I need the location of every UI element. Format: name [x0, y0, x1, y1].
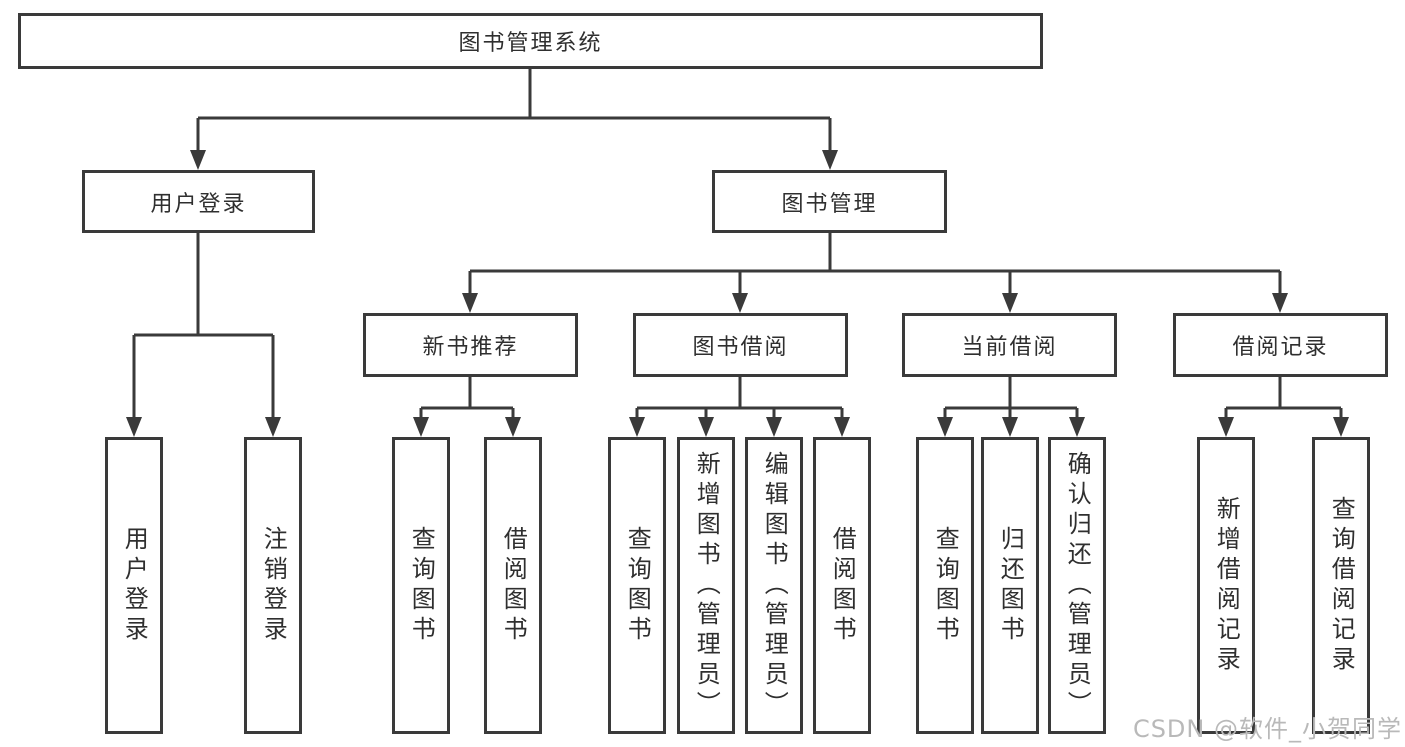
- leaf-borrowing-edit-books-admin-label: 编辑图书（管理员）: [760, 450, 789, 721]
- leaf-logout: 注销登录: [244, 437, 302, 734]
- leaf-records-query-record-label: 查询借阅记录: [1327, 495, 1356, 676]
- node-borrowing-records: 借阅记录: [1173, 313, 1388, 377]
- node-book-borrowing: 图书借阅: [633, 313, 848, 377]
- leaf-current-return-books: 归还图书: [981, 437, 1039, 734]
- leaf-borrowing-borrow-books-label: 借阅图书: [828, 525, 857, 646]
- leaf-newbook-query-books-label: 查询图书: [407, 525, 436, 646]
- node-root: 图书管理系统: [18, 13, 1043, 69]
- node-user-login-label: 用户登录: [150, 191, 247, 217]
- leaf-borrowing-query-books-label: 查询图书: [623, 525, 652, 646]
- node-new-book-recommend: 新书推荐: [363, 313, 578, 377]
- node-book-borrowing-label: 图书借阅: [692, 335, 789, 360]
- leaf-borrowing-edit-books-admin: 编辑图书（管理员）: [745, 437, 803, 734]
- leaf-user-login-label: 用户登录: [120, 525, 149, 646]
- leaf-current-confirm-return-admin-label: 确认归还（管理员）: [1063, 450, 1092, 721]
- leaf-newbook-borrow-books: 借阅图书: [484, 437, 542, 734]
- leaf-newbook-borrow-books-label: 借阅图书: [499, 525, 528, 646]
- node-user-login: 用户登录: [82, 170, 315, 233]
- leaf-logout-label: 注销登录: [259, 525, 288, 646]
- watermark: CSDN @软件_小贺同学: [1132, 715, 1402, 743]
- leaf-borrowing-add-books-admin: 新增图书（管理员）: [677, 437, 735, 734]
- node-new-book-recommend-label: 新书推荐: [422, 335, 519, 360]
- node-current-borrowing-label: 当前借阅: [961, 335, 1058, 360]
- leaf-borrowing-query-books: 查询图书: [608, 437, 666, 734]
- leaf-records-add-record: 新增借阅记录: [1197, 437, 1255, 734]
- leaf-user-login: 用户登录: [105, 437, 163, 734]
- leaf-borrowing-add-books-admin-label: 新增图书（管理员）: [692, 450, 721, 721]
- node-current-borrowing: 当前借阅: [902, 313, 1117, 377]
- leaf-current-return-books-label: 归还图书: [996, 525, 1025, 646]
- leaf-records-query-record: 查询借阅记录: [1312, 437, 1370, 734]
- leaf-newbook-query-books: 查询图书: [392, 437, 450, 734]
- node-book-management: 图书管理: [712, 170, 947, 233]
- node-book-management-label: 图书管理: [781, 191, 878, 217]
- node-borrowing-records-label: 借阅记录: [1232, 335, 1329, 360]
- leaf-current-confirm-return-admin: 确认归还（管理员）: [1048, 437, 1106, 734]
- leaf-current-query-books-label: 查询图书: [931, 525, 960, 646]
- leaf-current-query-books: 查询图书: [916, 437, 974, 734]
- leaf-records-add-record-label: 新增借阅记录: [1212, 495, 1241, 676]
- leaf-borrowing-borrow-books: 借阅图书: [813, 437, 871, 734]
- node-root-label: 图书管理系统: [458, 31, 603, 56]
